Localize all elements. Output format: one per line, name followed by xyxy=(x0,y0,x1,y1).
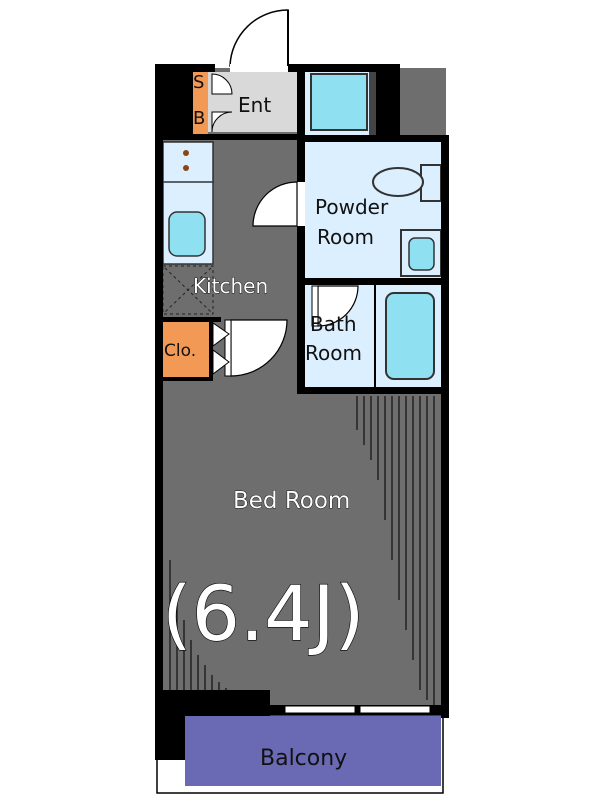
fridge-cross xyxy=(164,267,212,313)
powder-room-label-2: Room xyxy=(317,225,374,249)
bath-door-leaf xyxy=(311,285,319,327)
wash-basin-bowl xyxy=(408,237,435,271)
closet xyxy=(163,321,209,377)
shoe-box-label-b: B xyxy=(193,108,205,129)
bedroom-label: Bed Room xyxy=(233,488,350,514)
powder-room-label-1: Powder xyxy=(315,195,389,219)
balcony xyxy=(185,716,441,786)
entrance-door-swing xyxy=(229,9,289,67)
bathtub xyxy=(385,292,435,380)
entrance-label: Ent xyxy=(238,93,271,117)
burner-icon xyxy=(183,150,189,156)
kitchen-label: Kitchen xyxy=(193,274,268,298)
shoe-box-door xyxy=(211,111,233,133)
balcony-label: Balcony xyxy=(260,746,347,771)
powder-door-gap xyxy=(297,182,305,226)
entrance-door-gap xyxy=(230,64,288,72)
shoe-box-door xyxy=(211,73,233,95)
shoe-box-label-s: S xyxy=(193,72,204,93)
toilet-bowl xyxy=(372,167,424,197)
balcony-sliding-door xyxy=(284,705,356,714)
stove xyxy=(162,141,214,183)
balcony-sliding-door xyxy=(359,705,431,714)
balcony-rail xyxy=(156,714,444,794)
kitchen-sink xyxy=(168,211,206,257)
toilet-tank xyxy=(420,164,442,202)
bedroom-door-swing xyxy=(230,319,288,377)
bedroom-size-label: (6.4J) xyxy=(162,569,365,658)
closet-door xyxy=(212,349,230,375)
bedroom-door-leaf xyxy=(224,319,232,377)
bath-room-label-2: Room xyxy=(305,341,362,365)
bath-door-swing xyxy=(317,285,359,327)
powder-door-swing xyxy=(252,181,298,227)
closet-label: Clo. xyxy=(164,341,196,361)
washing-machine-pan xyxy=(310,73,368,131)
closet-door xyxy=(212,322,230,347)
burner-icon xyxy=(183,165,189,171)
bath-room-label-1: Bath xyxy=(310,312,357,336)
